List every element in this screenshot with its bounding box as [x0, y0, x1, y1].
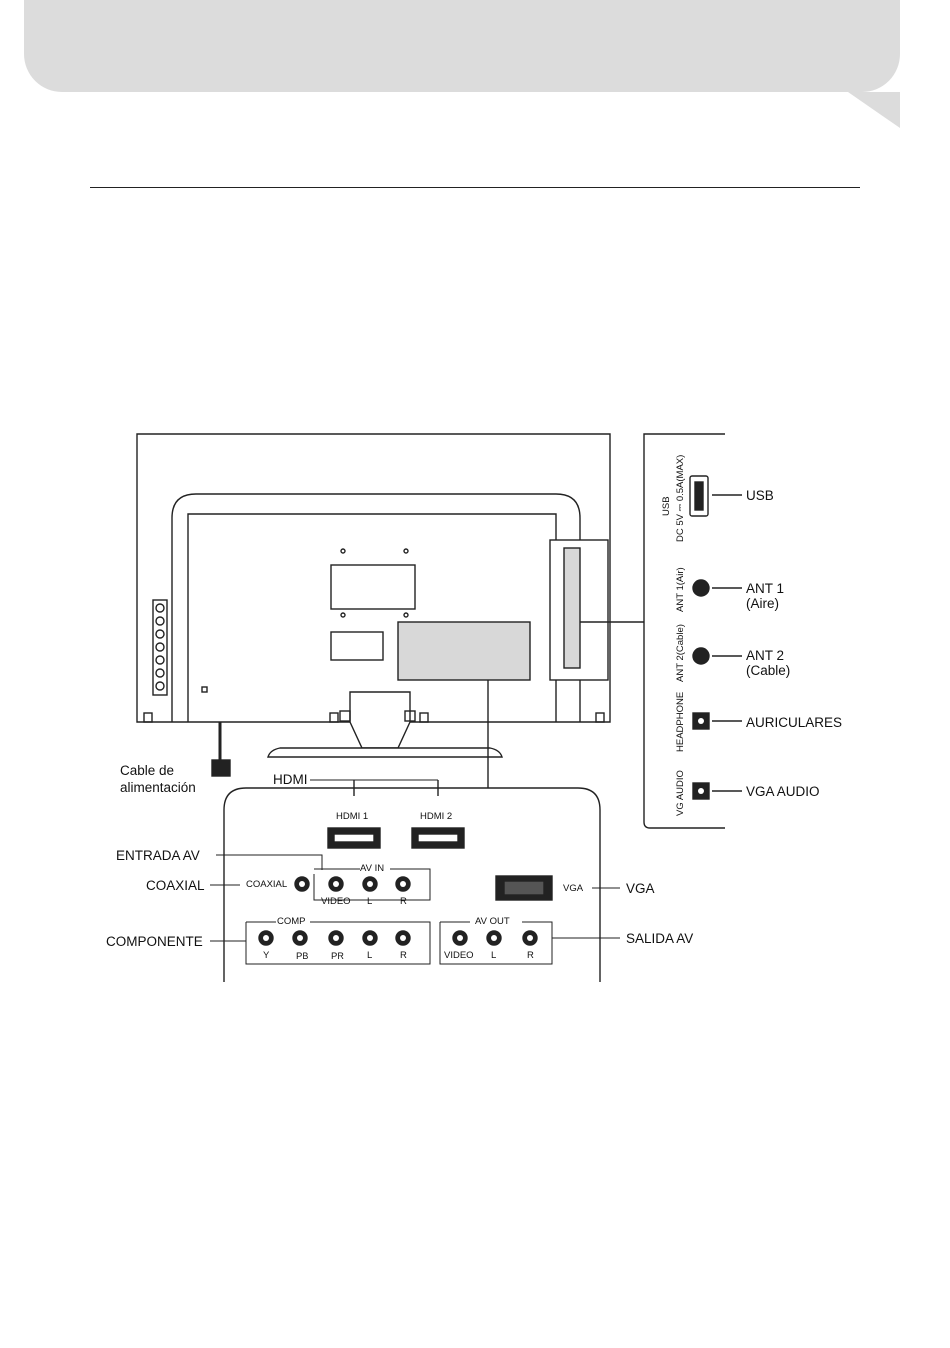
rear-connector-area: [398, 622, 530, 680]
tv-body: [137, 434, 610, 722]
label-vga-audio: VGA AUDIO: [746, 784, 820, 799]
bp-hdmi2: HDMI 2: [420, 812, 452, 822]
label-coaxial: COAXIAL: [146, 878, 205, 893]
side-usb-icon-label: USB: [662, 496, 672, 516]
side-usb-rating: DC 5V ⎓ 0.5A(MAX): [676, 455, 686, 542]
label-ant1-sub: (Aire): [746, 596, 779, 611]
label-ant2: ANT 2: [746, 648, 784, 663]
tv-connections-diagram: USB ANT 1 (Aire) ANT 2 (Cable) AURICULAR…: [100, 430, 860, 990]
bp-comp: COMP: [277, 917, 306, 927]
bp-comp-l: L: [367, 951, 372, 961]
stand: [350, 692, 410, 748]
bp-y: Y: [263, 951, 269, 961]
bp-r: R: [400, 897, 407, 907]
banner-tail: [840, 80, 910, 130]
side-vg-audio: VG AUDIO: [676, 770, 686, 816]
side-buttons: [153, 600, 167, 695]
label-cable-1: Cable de: [120, 763, 174, 778]
label-ant1: ANT 1: [746, 581, 784, 596]
side-headphone: HEADPHONE: [676, 692, 686, 752]
diagram-drawing: [100, 430, 860, 990]
bp-av-out: AV OUT: [475, 917, 510, 927]
label-salida-av: SALIDA AV: [626, 931, 693, 946]
label-usb: USB: [746, 488, 774, 503]
label-entrada-av: ENTRADA AV: [116, 848, 200, 863]
bp-pb: PB: [296, 951, 308, 962]
side-ant1: ANT 1(Air): [676, 567, 686, 612]
section-divider: [90, 187, 860, 188]
label-cable-2: alimentación: [120, 780, 196, 795]
bp-l: L: [367, 897, 372, 907]
ant1-port: [693, 580, 709, 596]
side-ant2: ANT 2(Cable): [676, 624, 686, 682]
bp-comp-r: R: [400, 951, 407, 961]
label-ant2-sub: (Cable): [746, 663, 790, 678]
bp-out-l: L: [491, 951, 496, 961]
bp-vga: VGA: [563, 884, 583, 894]
label-componente: COMPONENTE: [106, 934, 203, 949]
ant2-port: [693, 648, 709, 664]
bp-pr: PR: [331, 951, 344, 962]
header-banner: [24, 0, 900, 92]
label-vga: VGA: [626, 881, 655, 896]
bp-av-in: AV IN: [360, 864, 384, 874]
bp-hdmi1: HDMI 1: [336, 812, 368, 822]
bp-video: VIDEO: [321, 897, 351, 907]
bp-out-video: VIDEO: [444, 951, 474, 961]
label-hdmi: HDMI: [273, 772, 308, 787]
label-auriculares: AURICULARES: [746, 715, 842, 730]
bp-coaxial: COAXIAL: [246, 880, 287, 890]
bp-out-r: R: [527, 951, 534, 961]
